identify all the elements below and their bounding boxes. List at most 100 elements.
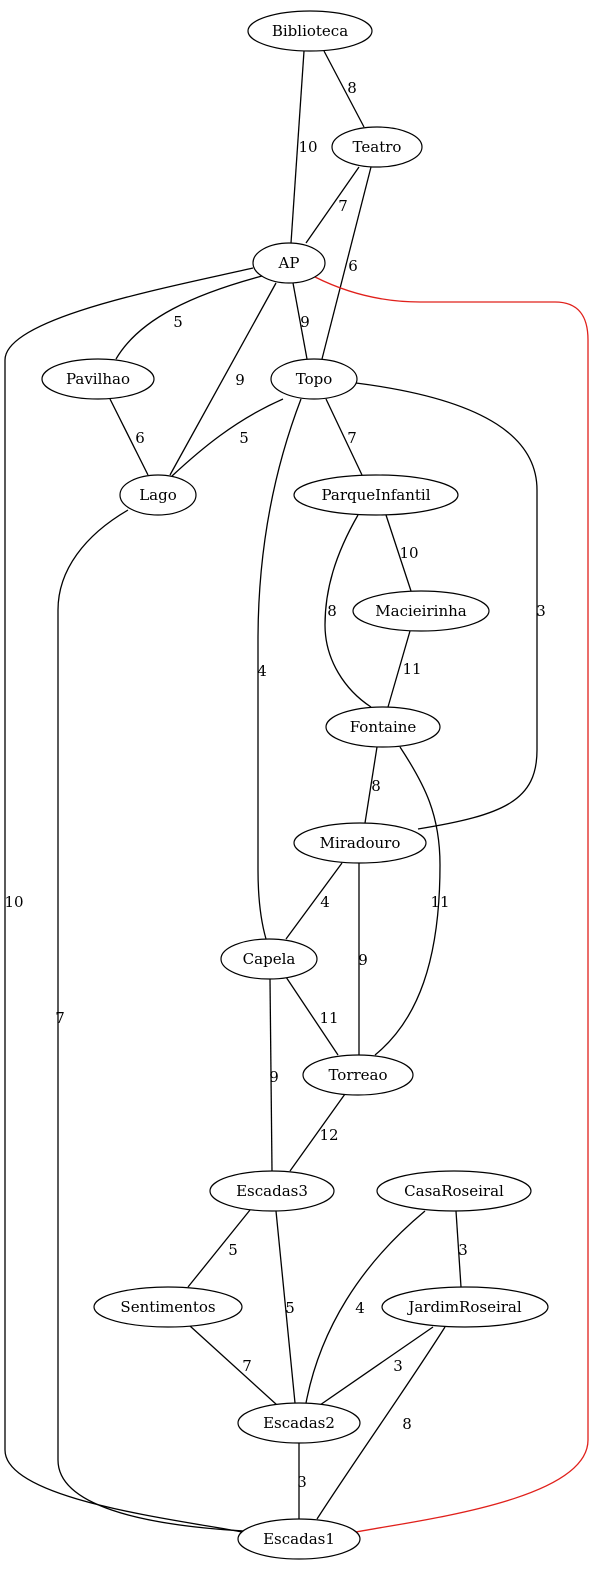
edge-line — [364, 746, 378, 824]
edge-weight-label: 4 — [257, 662, 267, 680]
edge-line — [321, 166, 372, 360]
edge-weight-label: 7 — [242, 1357, 252, 1375]
node-biblioteca: Biblioteca — [247, 10, 373, 52]
node-shape — [41, 358, 155, 400]
edge-weight-label: 3 — [458, 1241, 468, 1259]
edge-biblioteca-teatro — [323, 50, 365, 128]
node-torreao: Torreao — [302, 1054, 414, 1096]
edge-line — [290, 50, 305, 244]
node-shape — [376, 1170, 532, 1212]
node-capela: Capela — [220, 938, 318, 980]
edge-ap-topo — [292, 282, 308, 360]
node-label: Capela — [243, 950, 296, 968]
edge-line — [187, 1209, 251, 1288]
edge-line — [305, 166, 360, 244]
node-label: Lago — [139, 486, 177, 504]
node-ap: AP — [252, 242, 326, 284]
node-shape — [293, 822, 427, 864]
edge-line — [292, 282, 308, 360]
edge-line — [189, 1325, 278, 1406]
edge-parqueinfantil-fontaine — [324, 514, 372, 708]
edge-sentimentos-escadas2 — [189, 1325, 278, 1406]
edge-casaroseiral-jardimroseiral — [455, 1210, 462, 1288]
edge-ap-escadas1-highlighted — [314, 276, 589, 1533]
edge-line — [323, 50, 365, 128]
node-escadas3: Escadas3 — [209, 1170, 335, 1212]
edge-capela-escadas3 — [269, 978, 273, 1172]
edge-weight-label: 4 — [320, 893, 330, 911]
node-shape — [331, 126, 423, 168]
edge-weight-label: 11 — [430, 893, 449, 911]
edge-macieirinha-fontaine — [387, 630, 411, 708]
node-lago: Lago — [119, 474, 197, 516]
edge-weight-label: 10 — [4, 893, 23, 911]
edge-line — [109, 398, 149, 476]
edge-weight-label: 7 — [55, 1009, 65, 1027]
edge-topo-lago — [171, 398, 284, 477]
edge-escadas3-escadas2 — [275, 1210, 296, 1404]
node-shape — [302, 1054, 414, 1096]
edge-weight-label: 3 — [297, 1473, 307, 1491]
node-label: Escadas3 — [236, 1182, 308, 1200]
node-label: Escadas2 — [263, 1414, 335, 1432]
edge-topo-miradouro — [355, 382, 538, 830]
edge-weight-label: 11 — [402, 660, 421, 678]
edge-weight-label: 6 — [348, 257, 358, 275]
node-shape — [325, 706, 441, 748]
edge-fontaine-miradouro — [364, 746, 378, 824]
edge-jardimroseiral-escadas2 — [319, 1326, 434, 1406]
edge-line — [455, 1210, 462, 1288]
node-label: ParqueInfantil — [321, 486, 430, 504]
edge-line — [4, 267, 254, 1533]
edge-line — [355, 382, 538, 830]
edge-weight-label: 6 — [135, 429, 145, 447]
edge-miradouro-capela — [285, 862, 343, 940]
edge-weight-label: 5 — [285, 1299, 295, 1317]
edge-line — [57, 509, 245, 1532]
edge-lago-escadas1 — [57, 509, 245, 1532]
edge-line — [385, 514, 412, 592]
node-shape — [237, 1518, 361, 1560]
node-shape — [252, 242, 326, 284]
edge-weight-label: 9 — [300, 313, 310, 331]
node-label: Biblioteca — [272, 22, 348, 40]
edge-ap-lago — [169, 282, 277, 476]
edge-biblioteca-ap — [290, 50, 305, 244]
node-label: JardimRoseiral — [406, 1298, 522, 1316]
node-sentimentos: Sentimentos — [93, 1286, 243, 1328]
edge-weight-label: 12 — [319, 1126, 338, 1144]
edge-line — [169, 282, 277, 476]
node-shape — [293, 474, 459, 516]
edge-line — [269, 978, 273, 1172]
edge-line — [305, 1210, 426, 1404]
node-shape — [93, 1286, 243, 1328]
edge-weight-label: 10 — [399, 544, 418, 562]
edge-weight-label: 4 — [355, 1299, 365, 1317]
node-label: Torreao — [328, 1066, 387, 1084]
edge-layer — [4, 50, 589, 1533]
edge-line — [285, 862, 343, 940]
edge-weight-label: 3 — [536, 602, 546, 620]
node-pavilhao: Pavilhao — [41, 358, 155, 400]
node-shape — [270, 358, 358, 400]
node-shape — [209, 1170, 335, 1212]
edge-topo-capela — [257, 398, 302, 940]
edge-line — [319, 1326, 434, 1406]
node-shape — [237, 1402, 361, 1444]
edge-line — [387, 630, 411, 708]
node-label: Sentimentos — [120, 1298, 215, 1316]
edge-line — [115, 275, 263, 360]
node-label: Fontaine — [350, 718, 417, 736]
edge-torreao-escadas3 — [289, 1093, 346, 1172]
edge-ap-pavilhao — [115, 275, 263, 360]
edge-line — [275, 1210, 296, 1404]
node-jardimroseiral: JardimRoseiral — [381, 1286, 549, 1328]
edge-weight-label: 5 — [228, 1241, 238, 1259]
edge-topo-parqueinfantil — [325, 398, 363, 476]
edge-casaroseiral-escadas2 — [305, 1210, 426, 1404]
node-label: Topo — [296, 370, 333, 388]
node-shape — [381, 1286, 549, 1328]
node-escadas2: Escadas2 — [237, 1402, 361, 1444]
edge-line — [257, 398, 302, 940]
